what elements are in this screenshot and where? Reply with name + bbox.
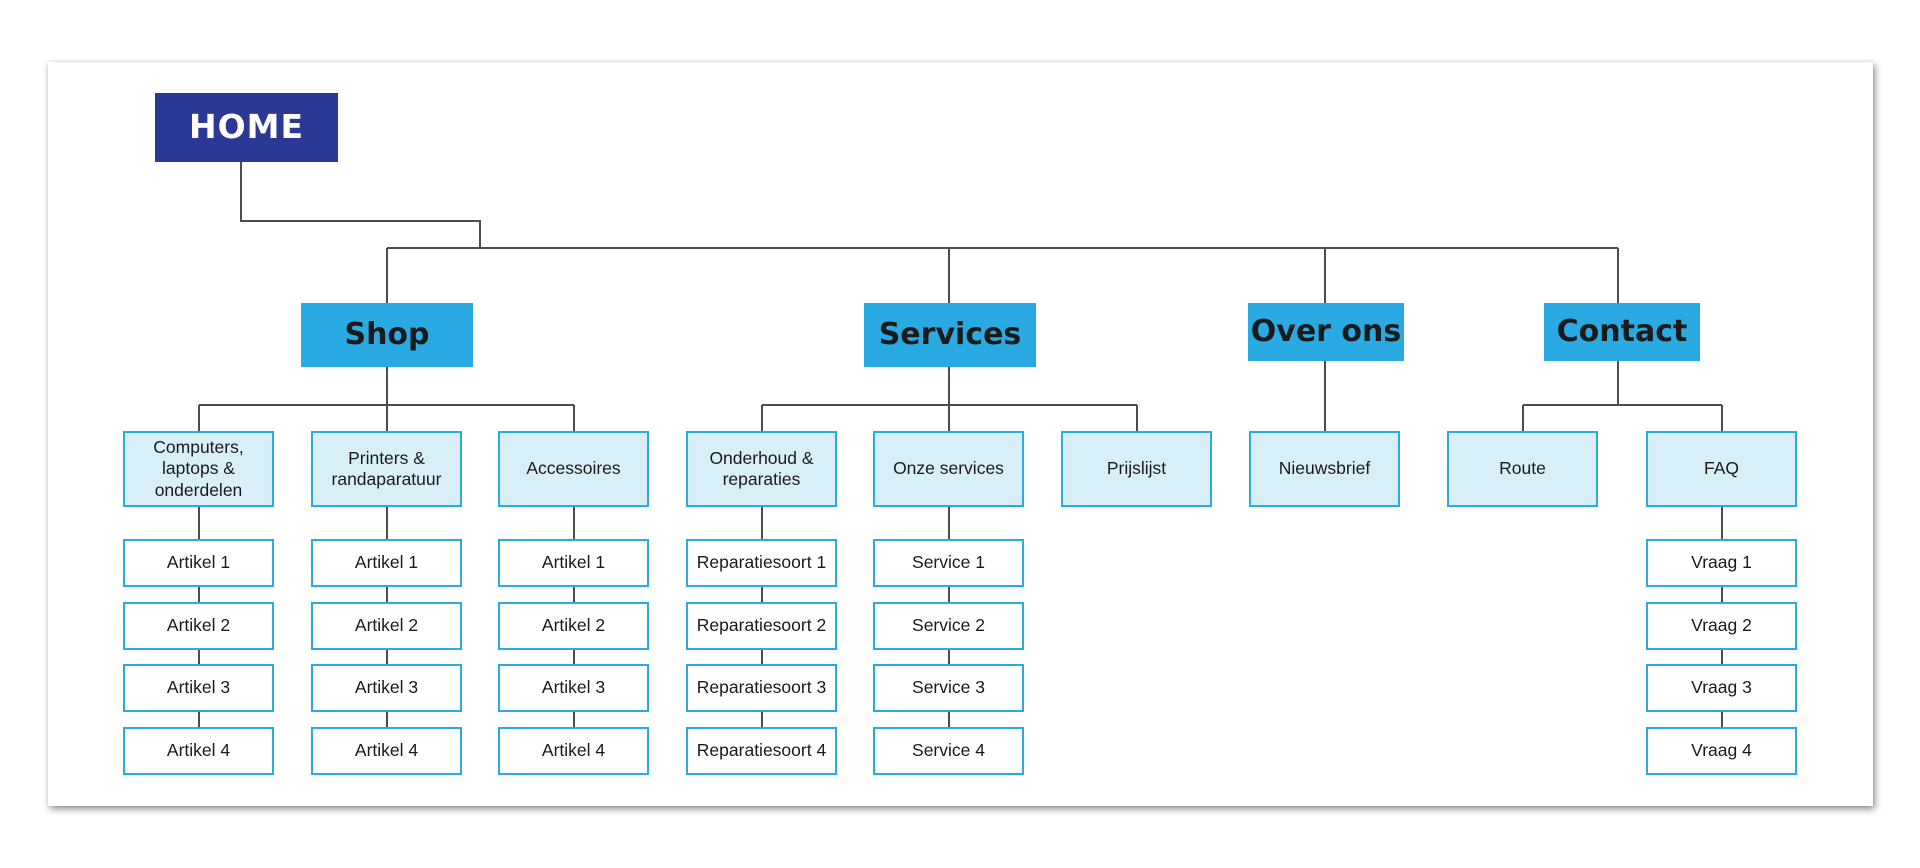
item-node: Reparatiesoort 1 [686,539,837,587]
item-node: Vraag 3 [1646,664,1797,712]
item-node: Service 2 [873,602,1024,650]
section-services: Services [864,303,1036,367]
page-onze-services: Onze services [873,431,1024,507]
page-onderhoud-reparaties: Onderhoud & reparaties [686,431,837,507]
item-node: Artikel 3 [311,664,462,712]
page-prijslijst: Prijslijst [1061,431,1212,507]
item-node: Artikel 4 [123,727,274,775]
item-node: Vraag 2 [1646,602,1797,650]
item-node: Artikel 2 [311,602,462,650]
page-printers-randaparatuur: Printers & randaparatuur [311,431,462,507]
item-node: Artikel 3 [498,664,649,712]
section-over-ons: Over ons [1248,303,1404,361]
item-node: Artikel 4 [498,727,649,775]
item-node: Reparatiesoort 3 [686,664,837,712]
connector-home [240,162,481,248]
item-node: Artikel 2 [498,602,649,650]
page-nieuwsbrief: Nieuwsbrief [1249,431,1400,507]
page-accessoires: Accessoires [498,431,649,507]
item-node: Reparatiesoort 2 [686,602,837,650]
section-contact: Contact [1544,303,1700,361]
page-faq: FAQ [1646,431,1797,507]
page-computers-laptops-onderdelen: Computers, laptops & onderdelen [123,431,274,507]
item-node: Artikel 1 [498,539,649,587]
item-node: Artikel 1 [123,539,274,587]
item-node: Service 1 [873,539,1024,587]
item-node: Vraag 4 [1646,727,1797,775]
home-node: HOME [155,93,338,162]
section-shop: Shop [301,303,473,367]
item-node: Artikel 2 [123,602,274,650]
item-node: Service 3 [873,664,1024,712]
item-node: Reparatiesoort 4 [686,727,837,775]
page-route: Route [1447,431,1598,507]
item-node: Vraag 1 [1646,539,1797,587]
item-node: Artikel 3 [123,664,274,712]
item-node: Service 4 [873,727,1024,775]
item-node: Artikel 4 [311,727,462,775]
item-node: Artikel 1 [311,539,462,587]
